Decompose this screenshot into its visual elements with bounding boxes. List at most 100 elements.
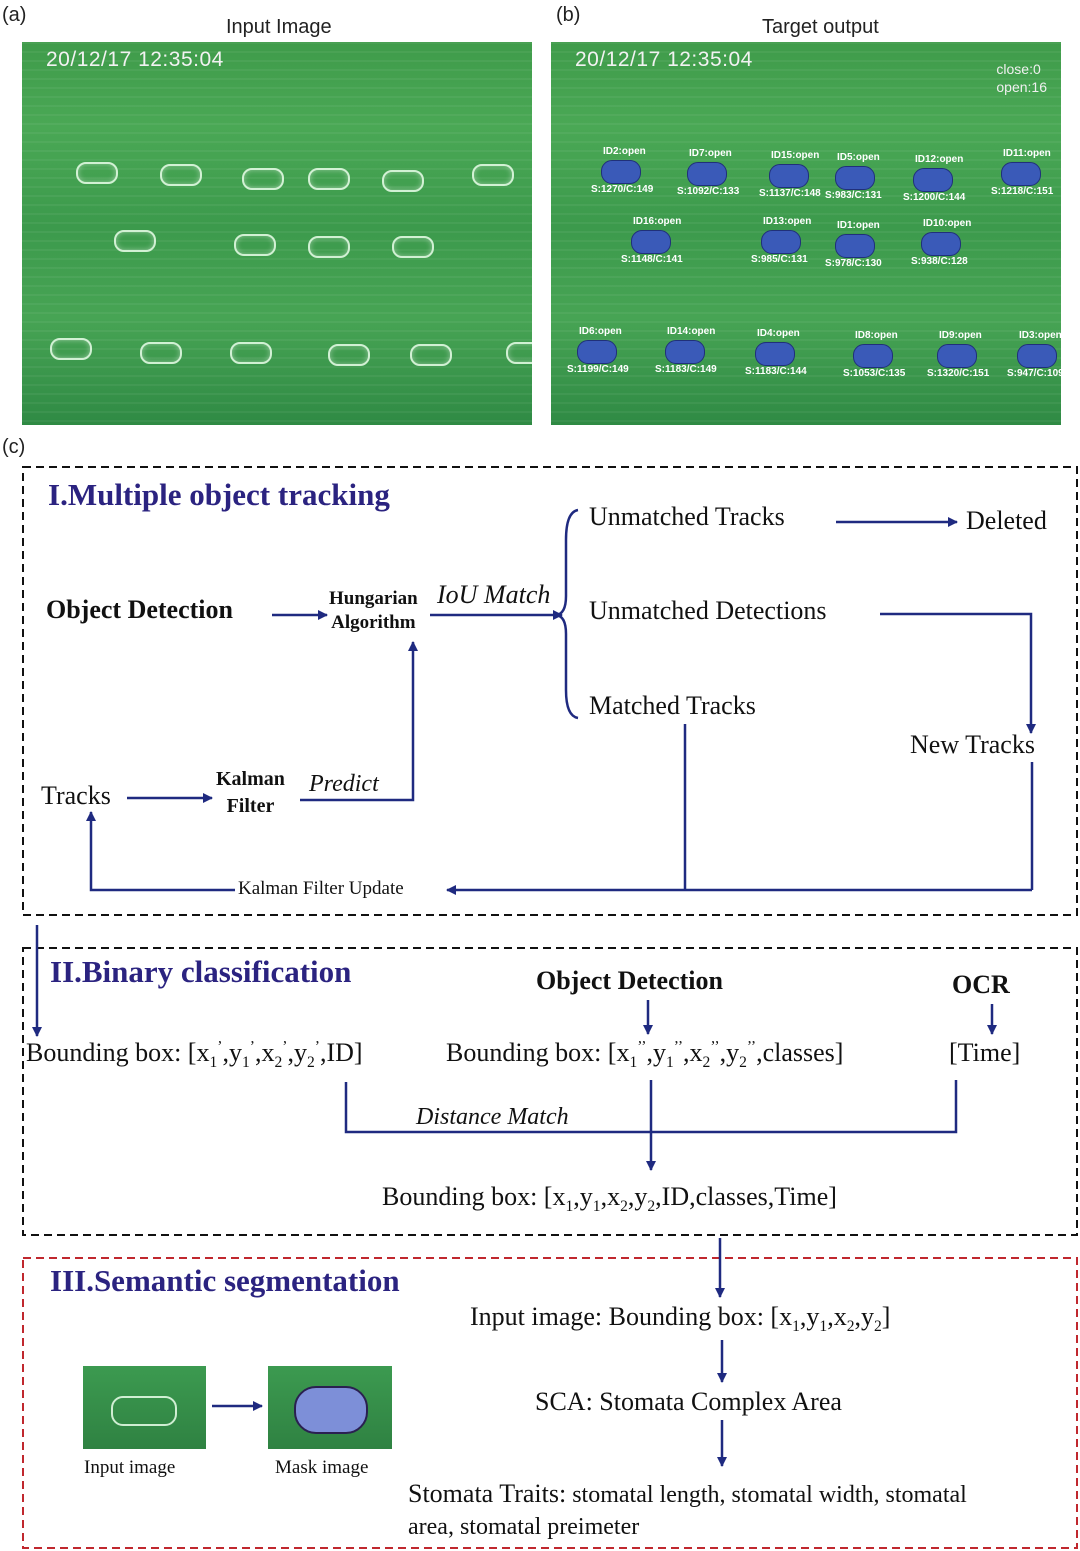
- mask-image-thumbnail: [268, 1366, 392, 1449]
- distance-match-label: Distance Match: [416, 1104, 569, 1130]
- matched-tracks-node: Matched Tracks: [589, 691, 756, 720]
- deleted-node: Deleted: [966, 506, 1047, 535]
- stoma-id: ID7:open: [689, 148, 732, 159]
- unmatched-detections-node: Unmatched Detections: [589, 596, 827, 625]
- stoma-mask: [755, 342, 795, 366]
- open-close-counter: close:0 open:16: [996, 60, 1047, 96]
- stoma-mask: [1017, 344, 1057, 368]
- tracking-section-title: I.Multiple object tracking: [48, 477, 390, 512]
- panel-a-title: Input Image: [226, 16, 332, 38]
- stoma-mask: [687, 162, 727, 186]
- hungarian-node: Hungarian Algorithm: [329, 587, 418, 635]
- close-count: close:0: [996, 61, 1041, 77]
- stoma-pore: [111, 1396, 177, 1426]
- stoma-stats: S:983/C:131: [825, 190, 882, 201]
- stoma-id: ID9:open: [939, 330, 982, 341]
- stoma-id: ID3:open: [1019, 330, 1061, 341]
- stoma-mask: [913, 168, 953, 192]
- input-bbox-label: Input image: Bounding box:: [470, 1302, 764, 1331]
- merged-bbox: Bounding box: [x1,y1,x2,y2,ID,classes,Ti…: [382, 1182, 837, 1216]
- stoma-mask: [577, 340, 617, 364]
- kalman-update-label: Kalman Filter Update: [238, 878, 404, 899]
- stoma-mask: [937, 344, 977, 368]
- predict-label: Predict: [309, 771, 379, 797]
- target-output-panel: 20/12/17 12:35:04 close:0 open:16 ID2:op…: [551, 42, 1061, 425]
- stoma-pore: [140, 342, 182, 364]
- stoma-pore: [472, 164, 514, 186]
- arrow-update-to-tracks: [86, 811, 235, 892]
- stomata-traits-node: Stomata Traits: stomatal length, stomata…: [408, 1478, 1072, 1543]
- object-detection-node: Object Detection: [46, 595, 233, 624]
- stoma-pore: [382, 170, 424, 192]
- brace: [555, 508, 579, 720]
- bbox-tail: ID,classes,Time]: [661, 1182, 837, 1211]
- stoma-pore: [76, 162, 118, 184]
- stoma-pore: [114, 230, 156, 252]
- stoma-id: ID1:open: [837, 220, 880, 231]
- input-image-thumbnail: [83, 1366, 206, 1449]
- stoma-id: ID5:open: [837, 152, 880, 163]
- hungarian-label: Hungarian: [329, 588, 418, 609]
- stoma-id: ID15:open: [771, 150, 820, 161]
- stoma-stats: S:985/C:131: [751, 254, 808, 265]
- stoma-id: ID2:open: [603, 146, 646, 157]
- detection-bbox: Bounding box: [x1’’,y1’’,x2’’,y2’’,class…: [446, 1038, 844, 1072]
- stoma-mask: [294, 1386, 368, 1434]
- binary-section-title: II.Binary classification: [50, 954, 352, 989]
- panel-b-title: Target output: [762, 16, 879, 38]
- stoma-id: ID13:open: [763, 216, 812, 227]
- traits-label: Stomata Traits:: [408, 1479, 567, 1508]
- stoma-pore: [230, 342, 272, 364]
- stoma-mask: [631, 230, 671, 254]
- panel-c-label: (c): [2, 436, 26, 458]
- bbox-label: Bounding box:: [26, 1038, 182, 1067]
- stoma-id: ID8:open: [855, 330, 898, 341]
- stoma-pore: [410, 344, 452, 366]
- stoma-mask: [921, 232, 961, 256]
- stoma-mask: [1001, 162, 1041, 186]
- stoma-stats: S:947/C:109: [1007, 368, 1061, 379]
- mask-image-caption: Mask image: [275, 1457, 369, 1478]
- stoma-stats: S:1148/C:141: [621, 254, 683, 265]
- kalman-filter-node: Kalman Filter: [216, 766, 285, 820]
- stoma-id: ID6:open: [579, 326, 622, 337]
- stoma-id: ID4:open: [757, 328, 800, 339]
- stoma-pore: [50, 338, 92, 360]
- unmatched-tracks-node: Unmatched Tracks: [589, 502, 785, 531]
- stoma-pore: [392, 236, 434, 258]
- tracks-node: Tracks: [41, 781, 111, 810]
- stoma-mask: [665, 340, 705, 364]
- tracking-box: [22, 466, 1078, 916]
- stoma-pore: [160, 164, 202, 186]
- bbox-tail: classes]: [762, 1038, 844, 1067]
- binary-box: [22, 947, 1078, 1236]
- stoma-stats: S:1183/C:144: [745, 366, 807, 377]
- stoma-id: ID11:open: [1003, 148, 1051, 159]
- bbox-tail: ID]: [326, 1038, 363, 1067]
- stoma-id: ID10:open: [923, 218, 972, 229]
- tracking-bbox: Bounding box: [x1’,y1’,x2’,y2’,ID]: [26, 1038, 363, 1072]
- stoma-id: ID12:open: [915, 154, 964, 165]
- stoma-stats: S:1320/C:151: [927, 368, 990, 379]
- stoma-stats: S:1053/C:135: [843, 368, 906, 379]
- sca-node: SCA: Stomata Complex Area: [535, 1387, 842, 1416]
- panel-a-label: (a): [2, 4, 27, 26]
- stoma-stats: S:1137/C:148: [759, 188, 821, 199]
- input-image-panel: 20/12/17 12:35:04: [22, 42, 532, 425]
- stoma-mask: [761, 230, 801, 254]
- stoma-stats: S:938/C:128: [911, 256, 968, 267]
- stoma-pore: [234, 234, 276, 256]
- stoma-stats: S:1199/C:149: [567, 364, 629, 375]
- stoma-pore: [308, 236, 350, 258]
- new-tracks-node: New Tracks: [910, 730, 1035, 759]
- panel-b-label: (b): [556, 4, 581, 26]
- stoma-mask: [853, 344, 893, 368]
- time-node: [Time]: [949, 1038, 1021, 1067]
- stoma-id: ID16:open: [633, 216, 682, 227]
- object-detection-node-2: Object Detection: [536, 966, 723, 995]
- stoma-mask: [601, 160, 641, 184]
- traits-line1: stomatal length, stomatal width, stomata…: [572, 1482, 967, 1508]
- input-image-caption: Input image: [84, 1457, 176, 1478]
- stoma-stats: S:1092/C:133: [677, 186, 740, 197]
- stoma-stats: S:1218/C:151: [991, 186, 1054, 197]
